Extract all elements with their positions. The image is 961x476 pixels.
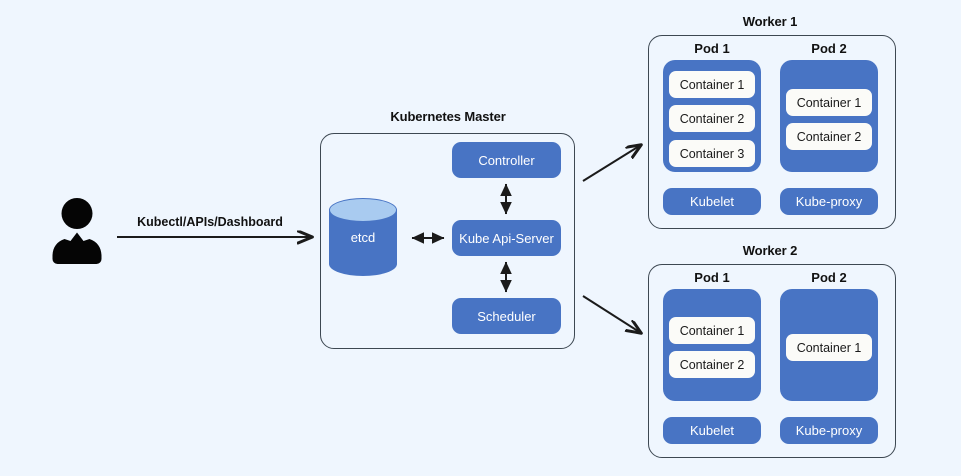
worker-1-pod-2[interactable] bbox=[780, 60, 878, 172]
worker-1-pod-1-container-3[interactable]: Container 3 bbox=[669, 140, 755, 167]
worker-2-pod-1-container-2[interactable]: Container 2 bbox=[669, 351, 755, 378]
worker-2-box bbox=[648, 264, 896, 458]
worker-2-pod-2-agent-kube-proxy[interactable]: Kube-proxy bbox=[780, 417, 878, 444]
worker-2-pod-2-container-1[interactable]: Container 1 bbox=[786, 334, 872, 361]
worker-2-pod-2-label: Pod 2 bbox=[811, 270, 847, 285]
worker-2-pod-1-container-1[interactable]: Container 1 bbox=[669, 317, 755, 344]
etcd-datastore: etcd bbox=[329, 198, 397, 276]
worker-1-box bbox=[648, 35, 896, 229]
worker-1-pod-1-label: Pod 1 bbox=[694, 41, 730, 56]
arrow-master-to-worker-2 bbox=[582, 295, 641, 333]
worker-1-pod-2-container-2[interactable]: Container 2 bbox=[786, 123, 872, 150]
worker-1-pod-1-container-2[interactable]: Container 2 bbox=[669, 105, 755, 132]
worker-1-pod-1-agent-kubelet[interactable]: Kubelet bbox=[663, 188, 761, 215]
master-component-controller[interactable]: Controller bbox=[452, 142, 561, 178]
worker-2-pod-1[interactable] bbox=[663, 289, 761, 401]
worker-2-pod-1-agent-kubelet[interactable]: Kubelet bbox=[663, 417, 761, 444]
master-component-kube-api-server[interactable]: Kube Api-Server bbox=[452, 220, 561, 256]
arrow-master-to-worker-1 bbox=[582, 145, 641, 182]
etcd-label: etcd bbox=[350, 230, 376, 245]
flow-label-kubectl: Kubectl/APIs/Dashboard bbox=[137, 215, 283, 229]
worker-1-pod-2-agent-kube-proxy[interactable]: Kube-proxy bbox=[780, 188, 878, 215]
worker-2-title: Worker 2 bbox=[742, 243, 798, 258]
worker-2-pod-1-label: Pod 1 bbox=[694, 270, 730, 285]
worker-1-title: Worker 1 bbox=[742, 14, 798, 29]
worker-1-pod-1-container-1[interactable]: Container 1 bbox=[669, 71, 755, 98]
worker-1-pod-2-label: Pod 2 bbox=[811, 41, 847, 56]
user-person-icon bbox=[50, 198, 104, 264]
kubernetes-master-box bbox=[320, 133, 575, 349]
master-component-scheduler[interactable]: Scheduler bbox=[452, 298, 561, 334]
master-title: Kubernetes Master bbox=[390, 109, 506, 124]
worker-1-pod-2-container-1[interactable]: Container 1 bbox=[786, 89, 872, 116]
